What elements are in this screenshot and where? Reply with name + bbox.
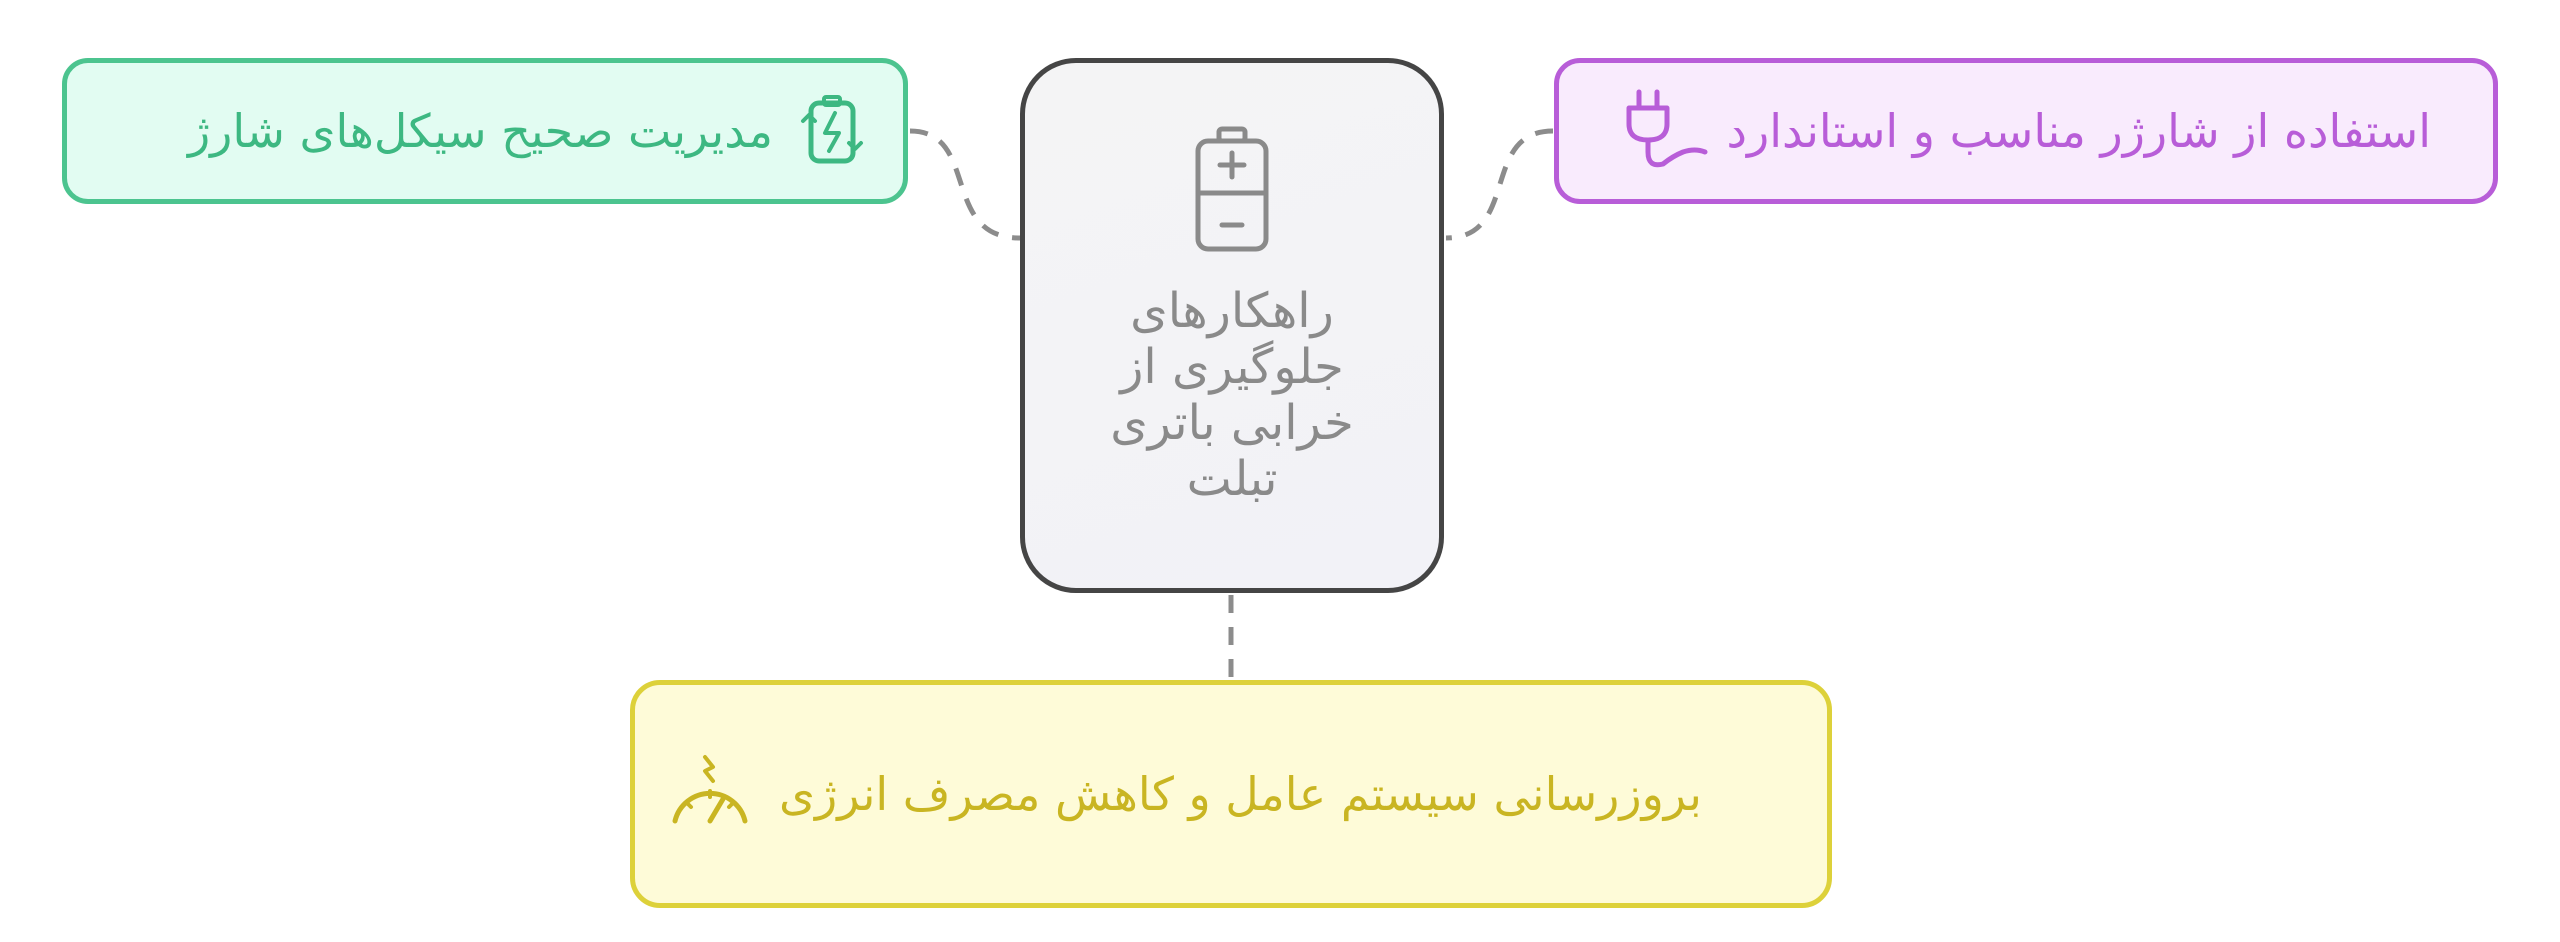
node-charge-cycles-label: مدیریت صحیح سیکل‌های شارژ <box>187 104 773 158</box>
node-proper-charger-label: استفاده از شارژر مناسب و استاندارد <box>1726 104 2432 158</box>
connector-green <box>909 128 1021 241</box>
center-title: راهکارهای جلوگیری از خرابی باتری تبلت <box>1110 283 1354 507</box>
battery-icon <box>1195 126 1269 252</box>
connector-purple <box>1445 128 1554 241</box>
plug-icon <box>1626 89 1707 168</box>
battery-cycle-icon <box>801 95 863 164</box>
node-os-update-label: بروزرسانی سیستم عامل و کاهش مصرف انرژی <box>779 767 1702 821</box>
center-node: راهکارهای جلوگیری از خرابی باتری تبلت <box>1020 58 1444 593</box>
node-charge-cycles: مدیریت صحیح سیکل‌های شارژ <box>62 58 908 204</box>
speedometer-icon <box>672 755 748 824</box>
node-proper-charger: استفاده از شارژر مناسب و استاندارد <box>1554 58 2498 204</box>
node-os-update: بروزرسانی سیستم عامل و کاهش مصرف انرژی <box>630 680 1832 908</box>
